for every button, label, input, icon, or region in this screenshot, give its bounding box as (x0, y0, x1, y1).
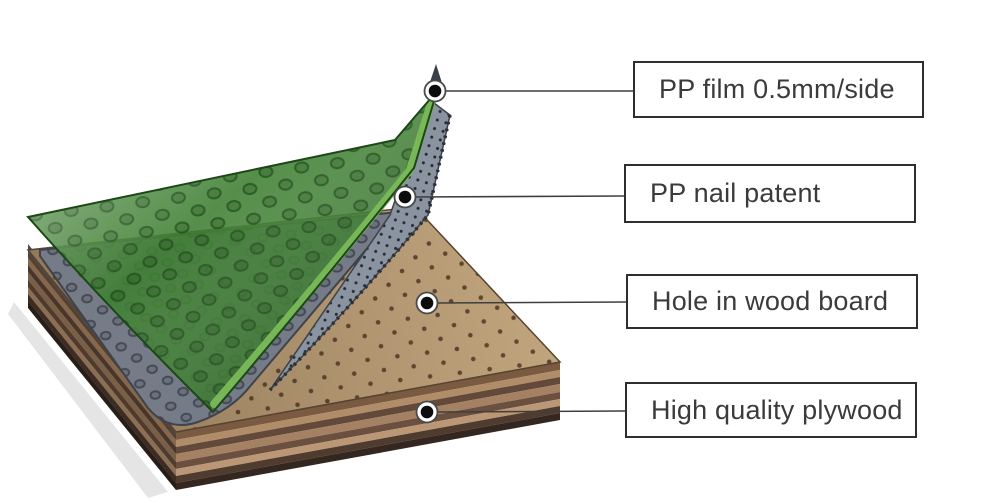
leader-lines (413, 90, 633, 413)
callout-dot-plywood-base (415, 400, 439, 424)
film-edge-highlight (210, 93, 437, 408)
callout-label-text: High quality plywood (651, 394, 903, 425)
plywood-side-left (28, 250, 176, 490)
ground-shadow (8, 302, 168, 498)
callout-label-hole-board: Hole in wood board (626, 274, 918, 329)
pp-nail-layer-peeled (268, 99, 452, 392)
film-tip-spike (430, 64, 442, 83)
leader-line-pp-nail (413, 195, 625, 198)
leader-line-hole-board (435, 301, 627, 304)
callout-dot-hole-board (415, 291, 439, 315)
callout-dot-pp-film (423, 79, 447, 103)
callout-label-pp-film: PP film 0.5mm/side (633, 61, 924, 118)
callout-label-plywood-base: High quality plywood (625, 382, 917, 438)
pp-film-layer (27, 64, 442, 413)
plywood-left-shading (28, 250, 176, 490)
callout-label-text: Hole in wood board (652, 286, 889, 316)
callout-label-text: PP film 0.5mm/side (659, 74, 895, 104)
callout-label-text: PP nail patent (650, 178, 821, 208)
nail-serration-edge (268, 114, 452, 392)
callout-dots (393, 79, 447, 424)
callout-dot-pp-nail (393, 185, 417, 209)
leader-line-plywood-base (435, 410, 626, 413)
callout-label-pp-nail: PP nail patent (624, 164, 916, 223)
